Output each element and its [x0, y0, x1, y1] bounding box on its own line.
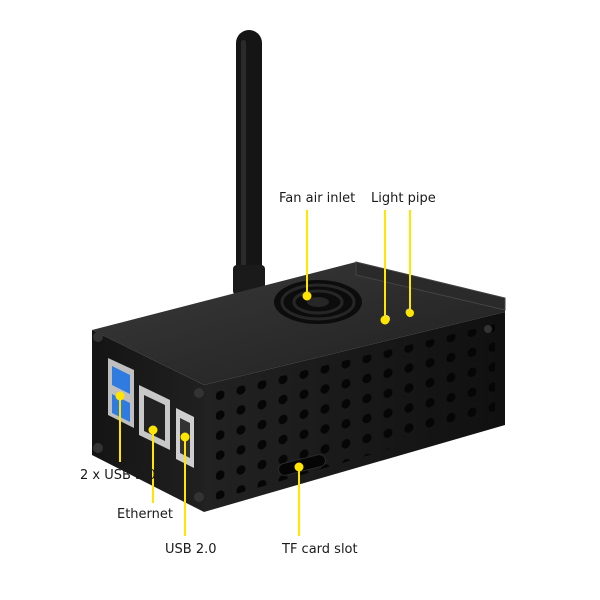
label-usb3: 2 x USB 3.0 — [80, 468, 156, 483]
case-top — [92, 262, 505, 385]
fan-air-inlet — [274, 280, 362, 324]
label-usb2: USB 2.0 — [165, 542, 217, 557]
antenna — [233, 30, 265, 295]
label-fan-air-inlet: Fan air inlet — [279, 191, 356, 206]
label-tf-card-slot: TF card slot — [282, 542, 358, 557]
case-top-rail — [355, 261, 506, 311]
label-ethernet: Ethernet — [117, 507, 173, 522]
callout-lines — [115, 210, 414, 536]
label-light-pipe: Light pipe — [371, 191, 436, 206]
